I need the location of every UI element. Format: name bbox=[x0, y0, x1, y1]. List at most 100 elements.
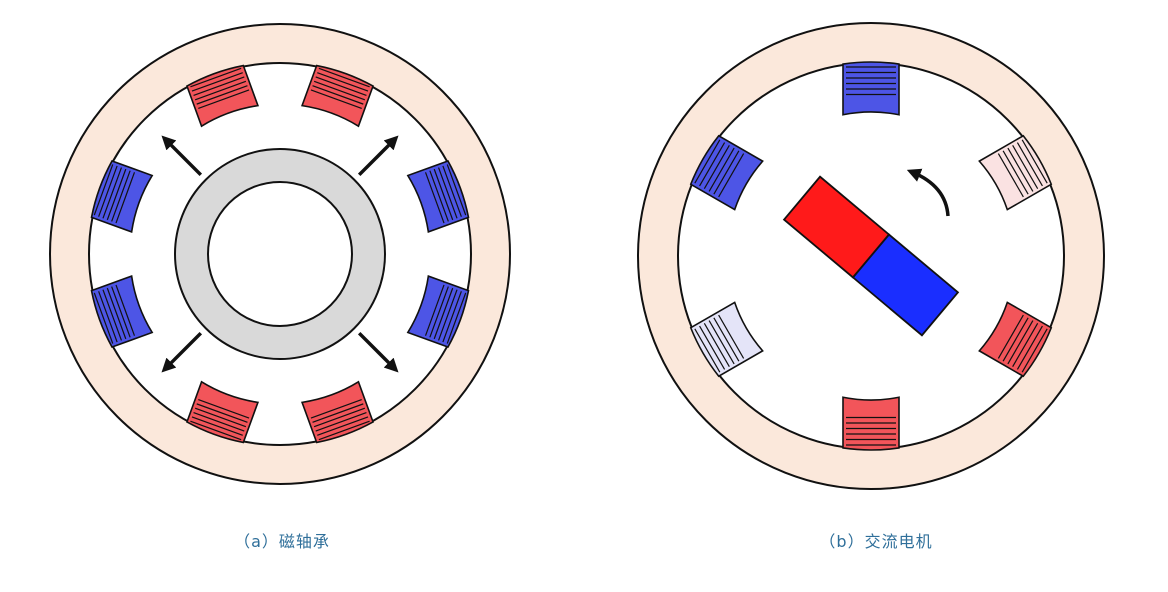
force-arrow-2 bbox=[357, 331, 399, 373]
coil-winding bbox=[429, 170, 449, 222]
coil-winding bbox=[1021, 328, 1048, 373]
coil-winding bbox=[424, 172, 445, 224]
force-arrow-3 bbox=[161, 331, 203, 373]
coil-winding bbox=[106, 168, 127, 221]
coil-winding bbox=[997, 314, 1024, 359]
coil-winding bbox=[433, 287, 454, 340]
coil-red-0 bbox=[185, 64, 260, 128]
coil-winding bbox=[191, 416, 243, 436]
coil-body bbox=[842, 396, 900, 451]
coil-red-2 bbox=[978, 301, 1053, 378]
coil-body bbox=[300, 380, 375, 444]
coil-winding bbox=[190, 67, 242, 88]
coil-blue-5 bbox=[689, 134, 764, 211]
coil-body bbox=[185, 380, 260, 444]
coil-winding bbox=[310, 89, 362, 110]
coil-winding bbox=[708, 320, 735, 365]
coil-winding bbox=[1002, 317, 1029, 362]
coil-blue-2 bbox=[406, 159, 470, 234]
coil-body bbox=[406, 274, 470, 349]
coil-winding bbox=[98, 291, 118, 343]
coil-winding bbox=[1016, 325, 1043, 370]
coil-winding bbox=[433, 168, 454, 221]
coil-winding bbox=[437, 167, 458, 219]
coil-winding bbox=[699, 142, 726, 187]
coil-winding bbox=[193, 76, 245, 97]
coil-winding bbox=[1016, 142, 1043, 187]
coil-blue-7 bbox=[90, 159, 154, 234]
coil-winding bbox=[111, 286, 131, 338]
coil-winding bbox=[194, 407, 247, 428]
coil-winding bbox=[708, 147, 735, 192]
coil-body bbox=[185, 64, 260, 128]
rotor-shaft-hole bbox=[207, 181, 353, 327]
coil-blue-3 bbox=[406, 274, 470, 349]
bar-magnet bbox=[782, 175, 960, 337]
coil-winding bbox=[315, 411, 367, 432]
coil-winding bbox=[317, 72, 369, 92]
coil-winding bbox=[1021, 139, 1048, 184]
coil-winding bbox=[198, 89, 250, 110]
coil-winding bbox=[191, 72, 243, 92]
coil-red_pale-1 bbox=[978, 134, 1053, 211]
coil-winding bbox=[193, 411, 245, 432]
coil-winding bbox=[196, 403, 248, 423]
coil-winding bbox=[1007, 147, 1034, 192]
coil-winding bbox=[102, 167, 123, 219]
coil-red-1 bbox=[300, 64, 375, 128]
coil-winding bbox=[446, 164, 467, 216]
coil-winding bbox=[1007, 320, 1034, 365]
coil-winding bbox=[194, 80, 247, 101]
coil-winding bbox=[313, 80, 366, 101]
coil-winding bbox=[437, 289, 458, 341]
coil-blue-0 bbox=[842, 61, 900, 116]
coil-winding bbox=[429, 286, 449, 338]
coil-winding bbox=[196, 85, 248, 105]
coil-winding bbox=[694, 328, 721, 373]
force-arrow-0 bbox=[161, 135, 203, 177]
coil-winding bbox=[997, 153, 1024, 198]
coil-winding bbox=[713, 150, 740, 195]
coil-winding bbox=[93, 164, 114, 216]
magnetic-bearing-diagram bbox=[49, 23, 511, 485]
coil-red-3 bbox=[842, 396, 900, 451]
coil-winding bbox=[442, 291, 462, 343]
ac-motor-diagram bbox=[637, 22, 1105, 490]
rotation-arrow bbox=[906, 168, 950, 217]
coil-winding bbox=[190, 420, 242, 441]
coil-winding bbox=[313, 407, 366, 428]
coil-winding bbox=[106, 287, 127, 340]
coil-winding bbox=[198, 398, 250, 419]
coil-winding bbox=[312, 403, 364, 423]
coil-winding bbox=[115, 172, 136, 224]
caption-magnetic-bearing: （a）磁轴承 bbox=[234, 532, 330, 551]
coil-winding bbox=[694, 139, 721, 184]
coil-winding bbox=[98, 165, 118, 217]
coil-blue_pale-4 bbox=[689, 301, 764, 378]
coil-winding bbox=[1012, 145, 1039, 189]
coil-winding bbox=[442, 165, 462, 217]
coil-winding bbox=[424, 284, 445, 336]
coil-winding bbox=[703, 323, 730, 367]
coil-winding bbox=[310, 398, 362, 419]
coil-winding bbox=[111, 170, 131, 222]
coil-winding bbox=[718, 153, 745, 198]
magnet-south-pole bbox=[851, 233, 960, 337]
coil-winding bbox=[1002, 150, 1029, 195]
caption-ac-motor: （b）交流电机 bbox=[819, 532, 933, 551]
coil-winding bbox=[317, 416, 369, 436]
coil-winding bbox=[446, 292, 467, 344]
coil-winding bbox=[115, 284, 136, 336]
coil-winding bbox=[318, 67, 370, 88]
coil-body bbox=[842, 61, 900, 116]
coil-red-4 bbox=[300, 380, 375, 444]
force-arrow-1 bbox=[357, 135, 399, 177]
coil-body bbox=[300, 64, 375, 128]
coil-body bbox=[90, 159, 154, 234]
coil-winding bbox=[93, 292, 114, 344]
coil-blue-6 bbox=[90, 274, 154, 349]
coil-winding bbox=[718, 314, 745, 359]
coil-winding bbox=[699, 325, 726, 370]
coil-winding bbox=[1012, 323, 1039, 367]
